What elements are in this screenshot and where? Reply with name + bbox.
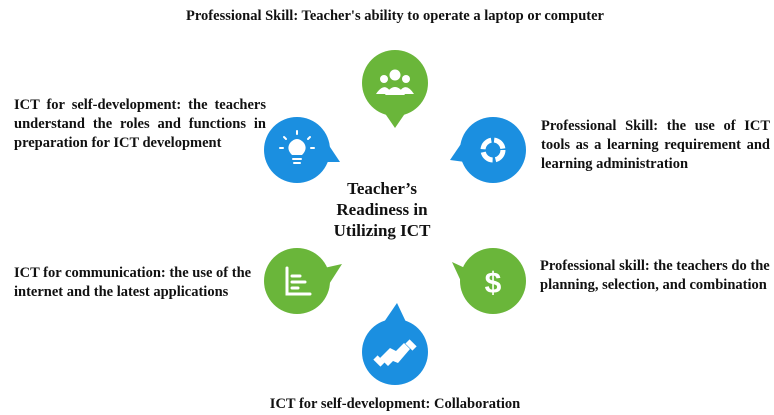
central-title-line-3: Utilizing ICT bbox=[333, 221, 431, 240]
refresh-icon bbox=[480, 137, 506, 163]
bubble-top bbox=[362, 50, 428, 128]
label-top-left: ICT for self-development: the teachers u… bbox=[14, 97, 266, 151]
dollar-icon: $ bbox=[485, 267, 502, 300]
handshake-icon bbox=[373, 339, 417, 367]
bubble-bottom-left bbox=[264, 248, 342, 314]
label-bottom: ICT for self-development: Collaboration bbox=[269, 396, 521, 412]
label-top-right: Professional Skill: the use of ICT tools… bbox=[541, 118, 770, 172]
bubble-bottom bbox=[362, 303, 428, 385]
bubble-top-left bbox=[264, 117, 340, 183]
central-title-line-2: Readiness in bbox=[336, 200, 428, 219]
bubble-top-right bbox=[450, 117, 526, 183]
bubble-bottom-right: $ bbox=[452, 248, 526, 314]
label-top: Professional Skill: Teacher's ability to… bbox=[186, 8, 604, 24]
chart-icon bbox=[285, 266, 312, 296]
label-bottom-right: Professional skill: the teachers do the … bbox=[540, 258, 770, 293]
users-icon bbox=[376, 69, 414, 95]
central-title-line-1: Teacher’s bbox=[347, 179, 417, 198]
lightbulb-icon bbox=[279, 130, 315, 164]
central-title: Teacher’s Readiness in Utilizing ICT bbox=[322, 178, 442, 241]
label-bottom-left: ICT for communication: the use of the in… bbox=[14, 265, 252, 300]
